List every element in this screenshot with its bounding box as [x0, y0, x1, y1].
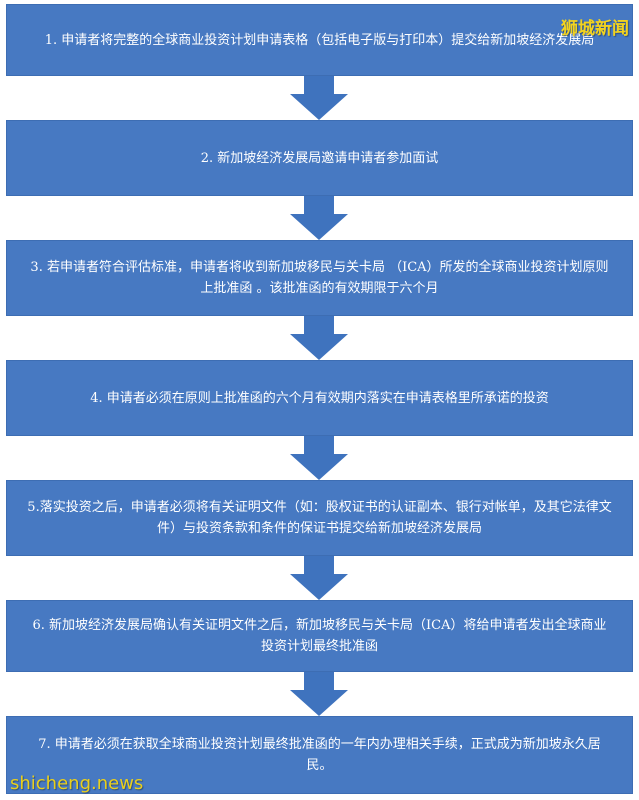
flow-step-5: 5.落实投资之后，申请者必须将有关证明文件（如：股权证书的认证副本、银行对帐单，…: [6, 480, 633, 556]
flow-step-6-text: 6. 新加坡经济发展局确认有关证明文件之后，新加坡移民与关卡局（ICA）将给申请…: [32, 618, 607, 654]
down-arrow-icon: [290, 196, 348, 240]
flow-step-6: 6. 新加坡经济发展局确认有关证明文件之后，新加坡移民与关卡局（ICA）将给申请…: [6, 600, 633, 672]
flow-step-5-text: 5.落实投资之后，申请者必须将有关证明文件（如：股权证书的认证副本、银行对帐单，…: [27, 500, 612, 536]
flow-step-2-text: 2. 新加坡经济发展局邀请申请者参加面试: [200, 150, 439, 166]
flow-step-4: 4. 申请者必须在原则上批准函的六个月有效期内落实在申请表格里所承诺的投资: [6, 360, 633, 436]
flow-step-4-text: 4. 申请者必须在原则上批准函的六个月有效期内落实在申请表格里所承诺的投资: [90, 390, 549, 406]
down-arrow-icon: [290, 76, 348, 120]
down-arrow-icon: [290, 556, 348, 600]
down-arrow-icon: [290, 436, 348, 480]
watermark-logo-bottom: shicheng.news: [10, 773, 144, 794]
down-arrow-icon: [290, 672, 348, 716]
down-arrow-icon: [290, 316, 348, 360]
flow-step-3: 3. 若申请者符合评估标准，申请者将收到新加坡移民与关卡局 （ICA）所发的全球…: [6, 240, 633, 316]
flow-step-1: 1. 申请者将完整的全球商业投资计划申请表格（包括电子版与打印本）提交给新加坡经…: [6, 4, 633, 76]
watermark-logo-top: 狮城新闻: [561, 19, 629, 39]
flow-step-2: 2. 新加坡经济发展局邀请申请者参加面试: [6, 120, 633, 196]
flow-step-3-text: 3. 若申请者符合评估标准，申请者将收到新加坡移民与关卡局 （ICA）所发的全球…: [30, 260, 609, 296]
flow-step-1-text: 1. 申请者将完整的全球商业投资计划申请表格（包括电子版与打印本）提交给新加坡经…: [44, 32, 595, 48]
flow-step-7: 7. 申请者必须在获取全球商业投资计划最终批准函的一年内办理相关手续，正式成为新…: [6, 716, 633, 794]
flow-step-7-text: 7. 申请者必须在获取全球商业投资计划最终批准函的一年内办理相关手续，正式成为新…: [38, 737, 601, 773]
